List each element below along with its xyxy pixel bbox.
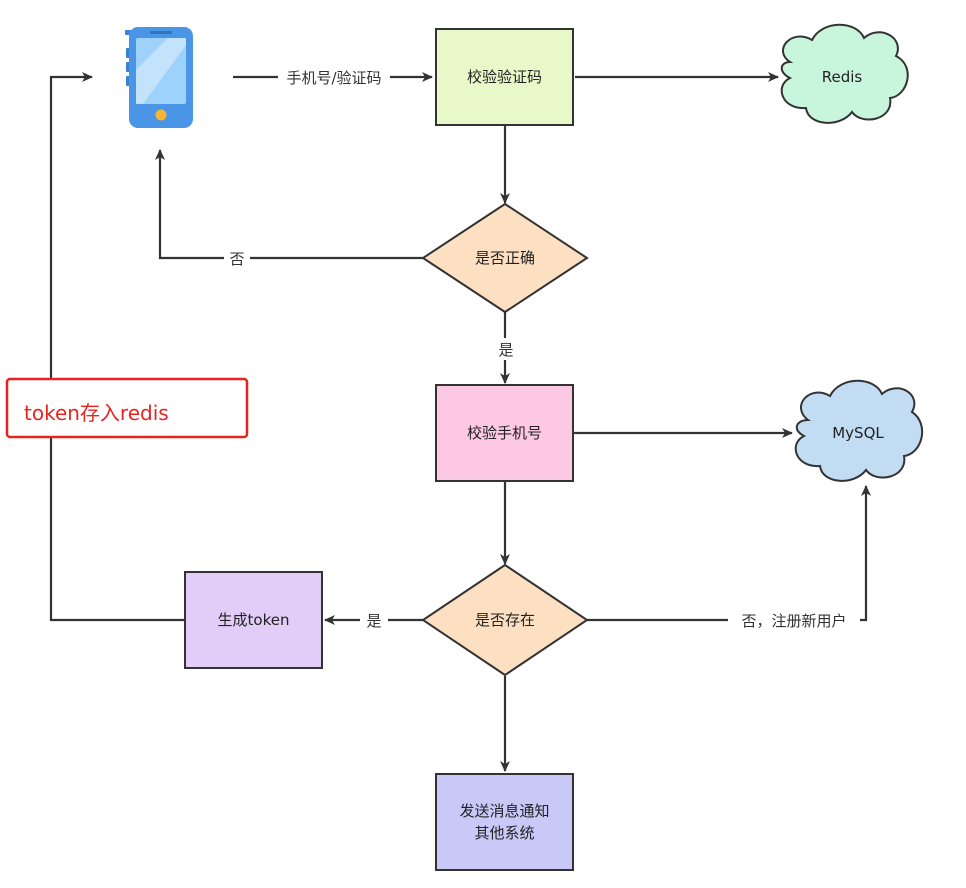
node-mysql: MySQL <box>794 379 923 482</box>
node-redis: Redis <box>780 23 909 124</box>
node-is-correct-label: 是否正确 <box>475 249 535 267</box>
node-verify-phone-label: 校验手机号 <box>467 424 542 442</box>
annotation-token-redis: token存入redis <box>5 377 249 439</box>
node-gen-token-label: 生成token <box>218 611 290 629</box>
node-verify-code-label: 校验验证码 <box>467 68 542 86</box>
node-notify: 发送消息通知 其他系统 <box>435 773 574 871</box>
node-gen-token: 生成token <box>184 571 323 669</box>
node-redis-label: Redis <box>822 68 863 86</box>
edge-correct-no-to-phone <box>155 149 423 260</box>
node-mysql-label: MySQL <box>832 424 884 442</box>
smartphone-icon <box>125 27 193 128</box>
edge-exists-no-to-mysql <box>587 485 871 622</box>
node-notify-label-line1: 发送消息通知 <box>459 802 549 820</box>
annotation-label: token存入redis <box>24 401 169 425</box>
label-yes-left: 是 <box>366 612 381 630</box>
node-verify-phone: 校验手机号 <box>435 384 574 482</box>
label-yes-down: 是 <box>498 341 513 359</box>
label-no-register: 否，注册新用户 <box>741 612 846 630</box>
label-phone-code: 手机号/验证码 <box>286 69 381 87</box>
edge-labels: 手机号/验证码 否 是 是 否，注册新用户 <box>224 66 860 631</box>
node-exists-label: 是否存在 <box>475 611 535 629</box>
connectors <box>49 72 871 772</box>
label-no-back: 否 <box>229 250 244 268</box>
node-verify-code: 校验验证码 <box>435 28 574 126</box>
edge-token-to-phone <box>49 72 185 622</box>
node-exists: 是否存在 <box>421 563 589 677</box>
node-is-correct: 是否正确 <box>421 202 589 314</box>
node-notify-label-line2: 其他系统 <box>474 824 534 842</box>
